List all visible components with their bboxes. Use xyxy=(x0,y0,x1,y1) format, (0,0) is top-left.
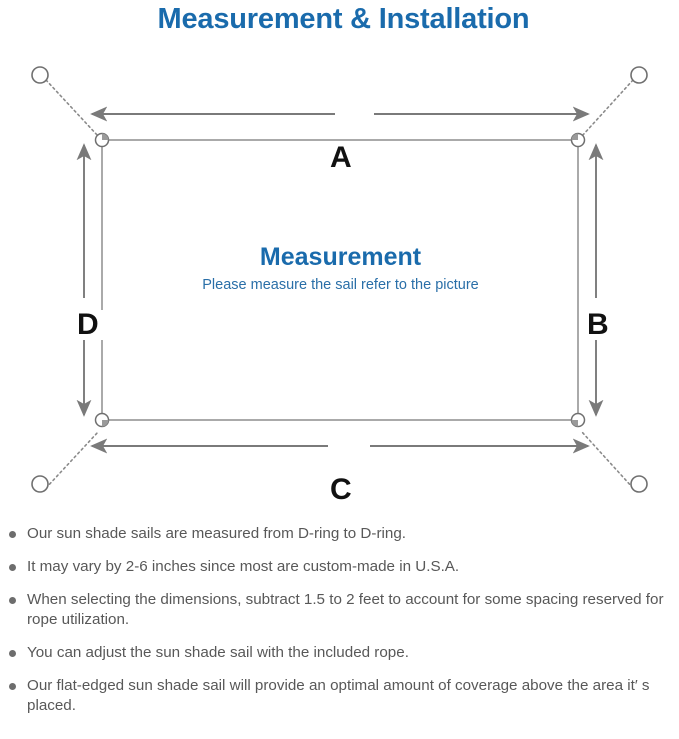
list-item-text: When selecting the dimensions, subtract … xyxy=(27,591,664,628)
anchor-point-top-left xyxy=(31,66,49,84)
d-ring-top-right xyxy=(570,132,586,148)
bullet-icon xyxy=(9,683,16,690)
list-item-text: Our sun shade sails are measured from D-… xyxy=(27,525,406,542)
anchor-point-bottom-right xyxy=(630,475,648,493)
list-item-text: It may vary by 2-6 inches since most are… xyxy=(27,558,460,575)
dimension-label-b: B xyxy=(580,310,616,340)
diagram-svg xyxy=(31,66,648,493)
list-item: You can adjust the sun shade sail with t… xyxy=(0,643,679,663)
list-item: It may vary by 2-6 inches since most are… xyxy=(0,557,679,577)
dimension-label-c: C xyxy=(323,475,359,505)
notes-list: Our sun shade sails are measured from D-… xyxy=(0,524,679,729)
rope-top-right xyxy=(581,79,634,137)
d-rings xyxy=(94,132,586,428)
rope-top-left xyxy=(45,79,99,137)
bullet-icon xyxy=(9,597,16,604)
d-ring-bottom-right xyxy=(570,412,586,428)
d-ring-bottom-left xyxy=(94,412,110,428)
dimension-label-a: A xyxy=(323,143,359,173)
bullet-icon xyxy=(9,564,16,571)
list-item: Our flat-edged sun shade sail will provi… xyxy=(0,676,679,716)
dimension-label-d: D xyxy=(70,310,106,340)
rope-lines xyxy=(45,79,634,489)
sail-rectangle xyxy=(101,139,579,421)
list-item-text: Our flat-edged sun shade sail will provi… xyxy=(27,677,650,714)
anchor-points xyxy=(31,66,648,493)
list-item-text: You can adjust the sun shade sail with t… xyxy=(27,644,409,661)
rope-bottom-left xyxy=(45,431,99,489)
measurement-diagram: A B C D Measurement Please measure the s… xyxy=(0,48,679,518)
bullet-icon xyxy=(9,650,16,657)
anchor-point-bottom-left xyxy=(31,475,49,493)
page-title: Measurement & Installation xyxy=(157,3,530,35)
rope-bottom-right xyxy=(581,431,634,489)
anchor-point-top-right xyxy=(630,66,648,84)
list-item: Our sun shade sails are measured from D-… xyxy=(0,524,679,544)
diagram-center-subtext: Please measure the sail refer to the pic… xyxy=(202,277,479,293)
diagram-center-heading: Measurement xyxy=(259,243,422,271)
d-ring-top-left xyxy=(94,132,110,148)
bullet-icon xyxy=(9,531,16,538)
list-item: When selecting the dimensions, subtract … xyxy=(0,590,679,630)
